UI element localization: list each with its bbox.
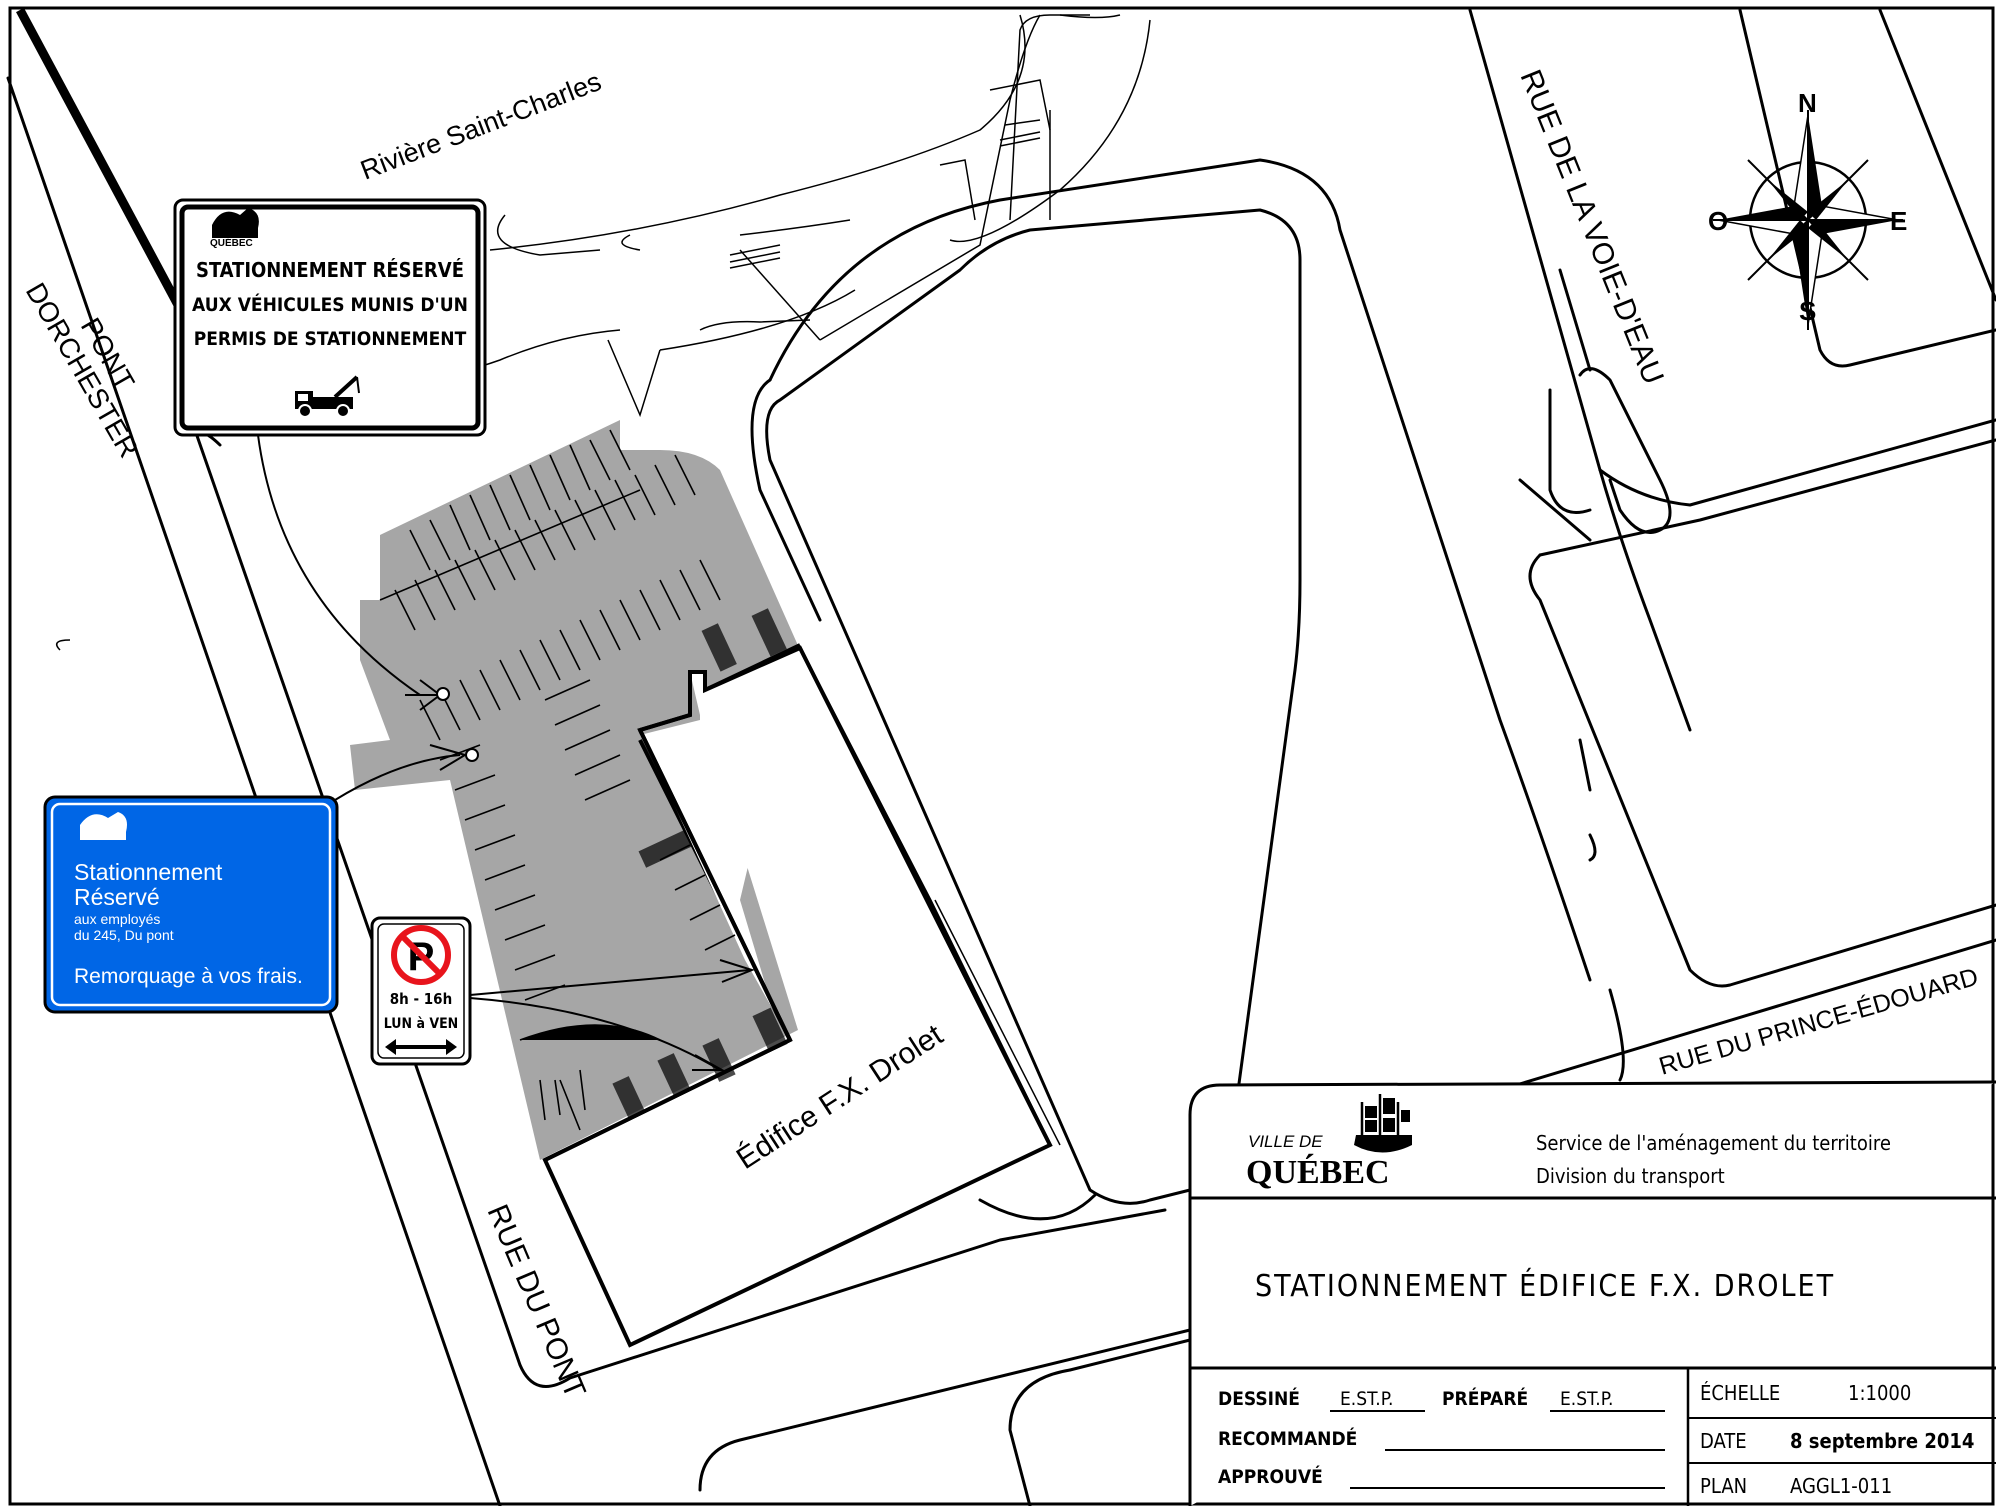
date-label: DATE [1700,1429,1747,1453]
central-block [765,208,1302,1205]
employees-line2: Réservé [74,884,160,910]
compass-rose-icon: N S E O [1708,88,1907,330]
no-parking-days: LUN à VEN [384,1016,458,1032]
quebec-logo-icon [80,812,127,840]
map-frame [8,6,1995,1506]
hatched-stalls [612,608,788,1120]
permit-logo-text: QUÉBEC [210,236,253,249]
drawn-value: E.ST.P. [1340,1388,1393,1410]
street-voie-label: RUE DE LA VOIE-D'EAU [1514,65,1670,389]
plan-label: PLAN [1700,1474,1747,1498]
employees-line4: du 245, Du pont [74,927,174,943]
no-parking-hours: 8h - 16h [390,990,452,1008]
plan-value: AGGL1-011 [1790,1474,1892,1498]
permit-line1: STATIONNEMENT RÉSERVÉ [196,258,464,282]
logo-quebec: QUÉBEC [1246,1154,1390,1191]
ville-de-quebec-logo: VILLE DE QUÉBEC [1246,1094,1412,1191]
drawn-label: DESSINÉ [1218,1387,1300,1410]
rue-du-pont-inner [193,428,1167,1388]
prepared-label: PRÉPARÉ [1442,1387,1528,1410]
plan-title: STATIONNEMENT ÉDIFICE F.X. DROLET [1255,1268,1835,1304]
recommended-label: RECOMMANDÉ [1218,1427,1357,1450]
service-name: Service de l'aménagement du territoire [1536,1131,1891,1155]
permit-line2: AUX VÉHICULES MUNIS D'UN [192,293,468,316]
permit-sign: QUÉBEC STATIONNEMENT RÉSERVÉ AUX VÉHICUL… [173,198,487,437]
no-parking-sign: P 8h - 16h LUN à VEN [370,916,472,1066]
prepared-value: E.ST.P. [1560,1388,1613,1410]
double-arrow-icon [385,1039,457,1055]
scale-value: 1:1000 [1848,1381,1911,1405]
compass-east: E [1890,206,1907,236]
employees-line1: Stationnement [74,859,223,885]
approved-label: APPROUVÉ [1218,1465,1323,1488]
tow-truck-icon [295,375,360,418]
quebec-logo-icon [212,208,259,238]
employees-sign: Stationnement Réservé aux employés du 24… [43,795,339,1014]
employees-line3: aux employés [74,911,160,927]
river-label: Rivière Saint-Charles [356,66,605,185]
title-block: VILLE DE QUÉBEC Service de l'aménagement… [1188,1080,1996,1506]
employees-line5: Remorquage à vos frais. [74,965,303,988]
compass-south: S [1799,296,1816,326]
compass-north: N [1798,88,1817,118]
sign-pointers [257,434,755,1071]
bridge-road-edge [6,76,502,1506]
date-value: 8 septembre 2014 [1790,1429,1974,1453]
ship-icon [1354,1094,1412,1153]
river-banks [229,14,1151,418]
bridge-edge [16,7,182,308]
division-name: Division du transport [1536,1164,1725,1188]
logo-ville-de: VILLE DE [1248,1132,1323,1151]
scale-label: ÉCHELLE [1700,1381,1780,1405]
permit-line3: PERMIS DE STATIONNEMENT [194,328,467,350]
compass-west: O [1708,206,1728,236]
